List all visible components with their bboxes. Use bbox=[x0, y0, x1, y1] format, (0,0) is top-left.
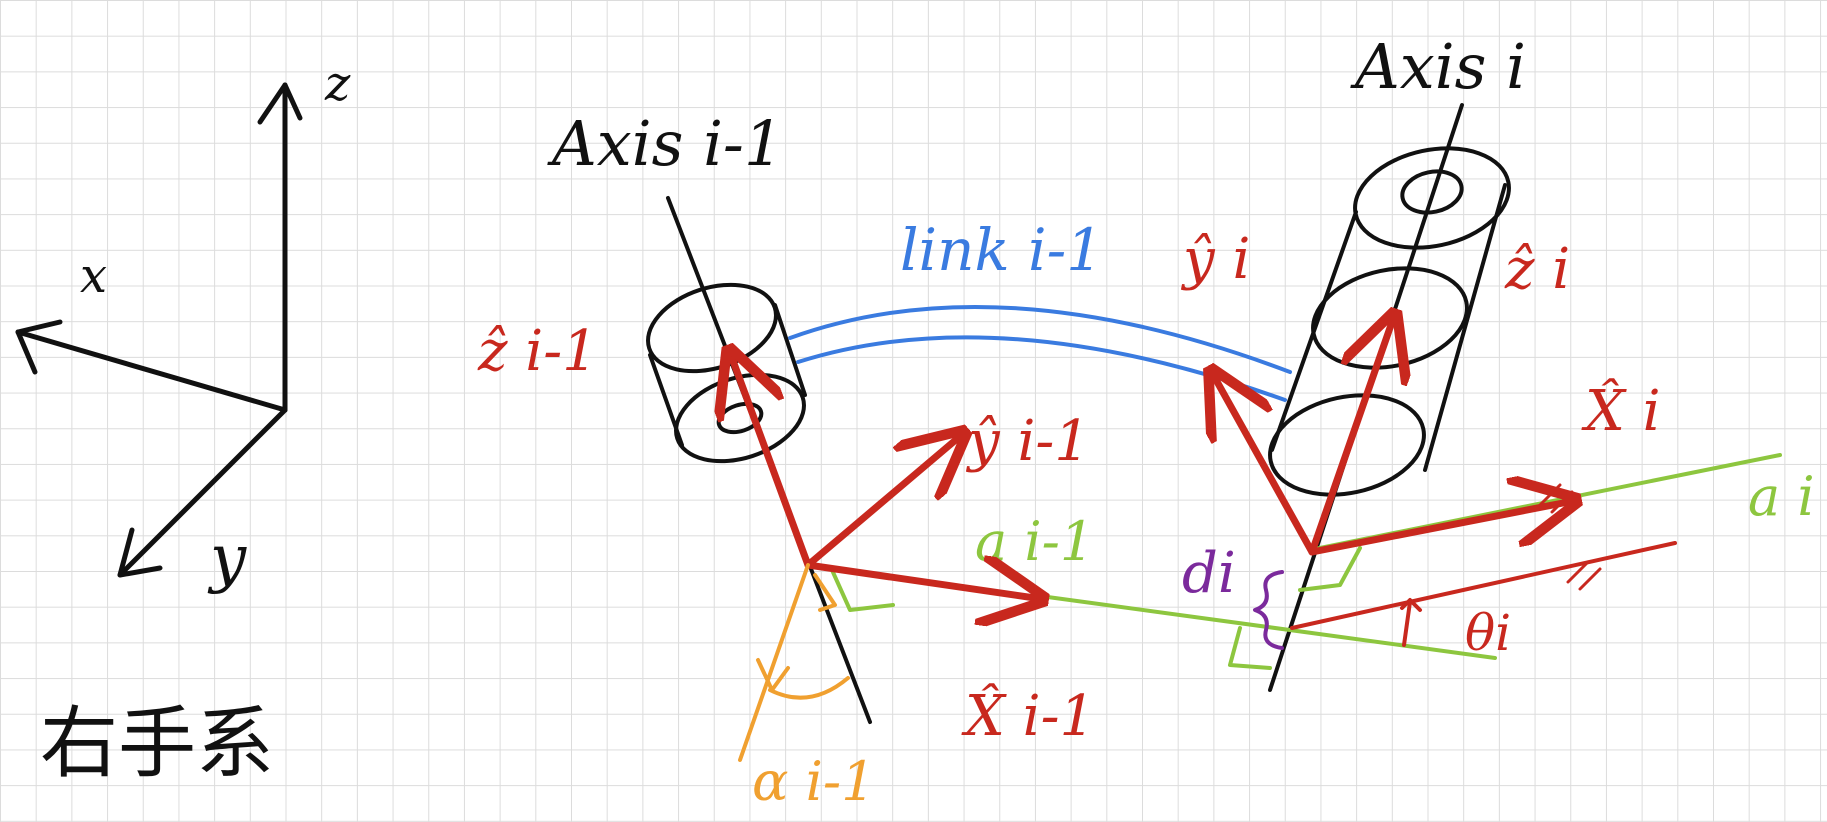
a-curr-label: a i bbox=[1748, 465, 1815, 528]
parallel-marks-upper bbox=[1538, 483, 1574, 514]
right-hand-frame-caption: 右手系 bbox=[40, 699, 274, 789]
x-prev-label: X̂ i-1 bbox=[961, 682, 1095, 749]
joint-curr-right-edge bbox=[1423, 183, 1507, 472]
right-angle-mark-curr-high bbox=[1298, 546, 1362, 592]
joint-axis-prev: Axis i-1 bbox=[547, 107, 872, 724]
z-prev-vector bbox=[732, 358, 812, 569]
y-axis-label: y bbox=[207, 522, 247, 596]
joint-prev-right-edge bbox=[773, 303, 807, 397]
alpha-prev-label: α i-1 bbox=[752, 750, 876, 813]
d-curr-label: di bbox=[1182, 541, 1236, 606]
y-curr-label: ŷ i bbox=[1180, 227, 1250, 292]
x-curr-vector bbox=[1308, 502, 1568, 556]
joint-curr-bottom-ellipse bbox=[1268, 393, 1426, 497]
right-angle-mark-curr-low bbox=[1228, 626, 1272, 670]
y-prev-label: ŷ i-1 bbox=[965, 409, 1090, 474]
twist-reference-line bbox=[738, 563, 810, 762]
x-curr-label: X̂ i bbox=[1581, 377, 1661, 444]
twist-angle-arrowhead bbox=[756, 658, 790, 692]
joint-curr-left-edge bbox=[1270, 210, 1358, 452]
twist-angle-arc bbox=[768, 676, 850, 700]
z-prev-label: ẑ i-1 bbox=[477, 319, 598, 384]
link-prev: link i-1 bbox=[788, 216, 1292, 402]
z-curr-vector bbox=[1308, 322, 1392, 556]
axis-curr-label: Axis i bbox=[1350, 30, 1526, 103]
x-axis-label: x bbox=[80, 248, 107, 304]
link-upper-curve bbox=[788, 305, 1292, 374]
frame-curr-vectors: ẑ i ŷ i X̂ i θi bbox=[1180, 227, 1677, 662]
y-axis-arrowhead bbox=[117, 527, 163, 578]
twist-right-angle-mark bbox=[813, 573, 837, 612]
y-curr-vector bbox=[1215, 378, 1316, 556]
z-axis-arrowhead bbox=[257, 82, 303, 125]
reference-frame: z x y 右手系 bbox=[15, 56, 351, 789]
parallel-marks-lower bbox=[1566, 560, 1602, 591]
twist-angle: α i-1 bbox=[738, 563, 876, 813]
common-normal-prev bbox=[1031, 593, 1497, 660]
a-prev-label: a i-1 bbox=[975, 510, 1094, 573]
z-axis-label: z bbox=[324, 56, 351, 112]
x-prev-parallel-line bbox=[1290, 541, 1677, 630]
joint-prev-left-edge bbox=[648, 353, 684, 447]
y-prev-vector bbox=[804, 438, 958, 569]
y-axis-line bbox=[117, 407, 288, 578]
common-normals: a i-1 a i bbox=[830, 453, 1815, 670]
z-curr-label: ẑ i bbox=[1504, 237, 1570, 302]
x-axis-line bbox=[15, 329, 288, 413]
x-axis-arrowhead bbox=[15, 319, 63, 375]
link-label: link i-1 bbox=[900, 216, 1103, 284]
theta-curr-label: θi bbox=[1465, 604, 1511, 662]
axis-prev-label: Axis i-1 bbox=[547, 107, 783, 180]
right-angle-mark-prev bbox=[830, 568, 895, 612]
theta-angle-arrow bbox=[1400, 598, 1422, 647]
x-prev-vector bbox=[804, 565, 1035, 598]
frame-prev-vectors: ẑ i-1 ŷ i-1 X̂ i-1 bbox=[477, 319, 1095, 749]
joint-curr-top-inner-ellipse bbox=[1400, 169, 1464, 215]
offset-d: di bbox=[1182, 541, 1284, 650]
joint-prev-top-ellipse bbox=[646, 282, 778, 374]
offset-brace bbox=[1253, 570, 1284, 650]
